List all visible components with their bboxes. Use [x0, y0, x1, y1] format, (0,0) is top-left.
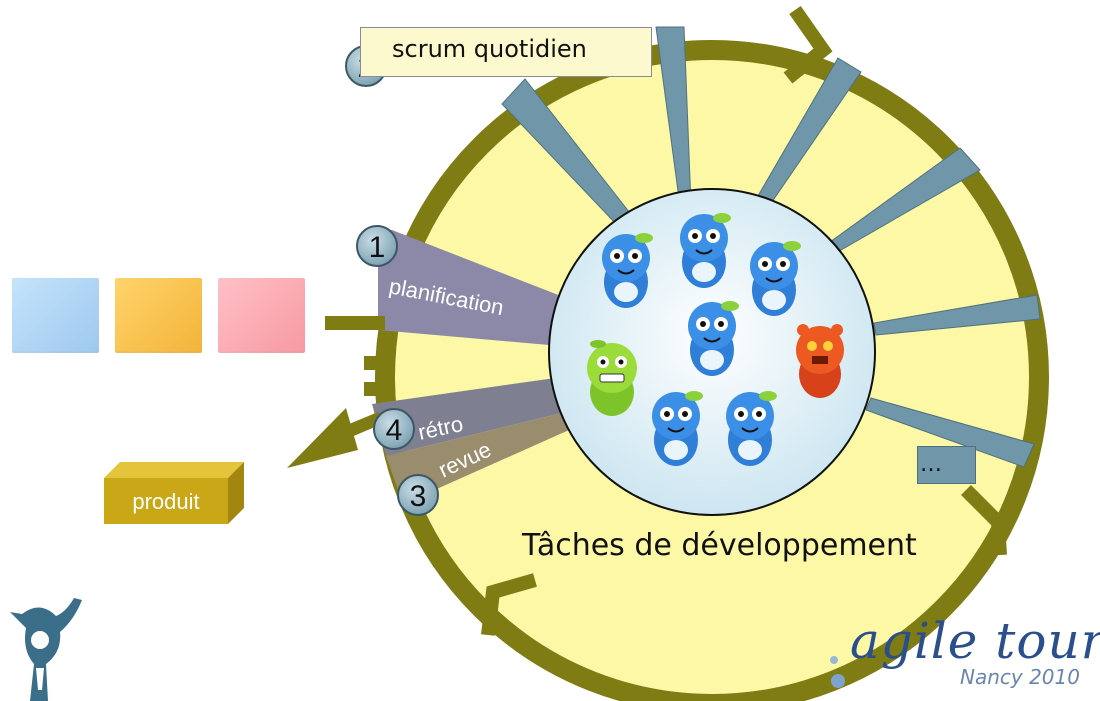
development-tasks-caption: Tâches de développement: [522, 528, 917, 563]
exit-arrow-head: [287, 408, 358, 468]
spoke-5: [873, 294, 1041, 336]
agile-tour-logo-subtitle: Nancy 2010: [960, 665, 1080, 689]
team-member-blue-2: [680, 213, 731, 288]
daily-scrum-label: scrum quotidien: [392, 35, 587, 63]
exit-dash-1: [364, 356, 378, 370]
badge-4: [373, 408, 415, 450]
badge-1-number: 1: [369, 231, 386, 264]
retro-band: [372, 378, 566, 456]
spoke-6: [865, 397, 1035, 468]
backlog-note-blue: [12, 278, 99, 353]
agile-tour-dots: [830, 656, 845, 688]
badge-1: [356, 225, 398, 267]
badge-3: [397, 474, 439, 516]
exit-dash-2: [364, 382, 378, 396]
ring-arrow-top: [783, 5, 833, 84]
more-tasks-box: [917, 446, 976, 484]
daily-scrum-box: [360, 27, 652, 77]
badge-3-number: 3: [410, 480, 427, 513]
team-member-blue-5: [652, 391, 703, 466]
team-members: [587, 213, 844, 466]
spokes: [501, 26, 1041, 468]
product-box: [104, 462, 244, 524]
team-member-orange: [796, 324, 844, 398]
ring-arrow-right: [961, 485, 1007, 556]
ring-arrows: [481, 5, 1007, 636]
planning-band: [378, 228, 566, 345]
review-band: [386, 412, 578, 500]
team-member-blue-3: [750, 241, 801, 316]
team-member-blue-4: [688, 301, 739, 376]
more-tasks-label: …: [920, 452, 942, 477]
backlog-note-pink: [218, 278, 305, 353]
team-member-blue-6: [726, 391, 777, 466]
badge-4-number: 4: [386, 414, 403, 447]
ring-arrow-bottom: [481, 573, 537, 636]
team-member-blue-1: [602, 233, 653, 308]
backlog-note-orange: [115, 278, 202, 353]
backlog-connector: [325, 316, 385, 330]
cat-logo: [10, 598, 82, 701]
team-member-green: [587, 340, 637, 416]
agile-tour-logo-text: agile tour: [850, 612, 1100, 670]
product-label: produit: [132, 489, 199, 514]
flow-connectors: [287, 316, 385, 468]
